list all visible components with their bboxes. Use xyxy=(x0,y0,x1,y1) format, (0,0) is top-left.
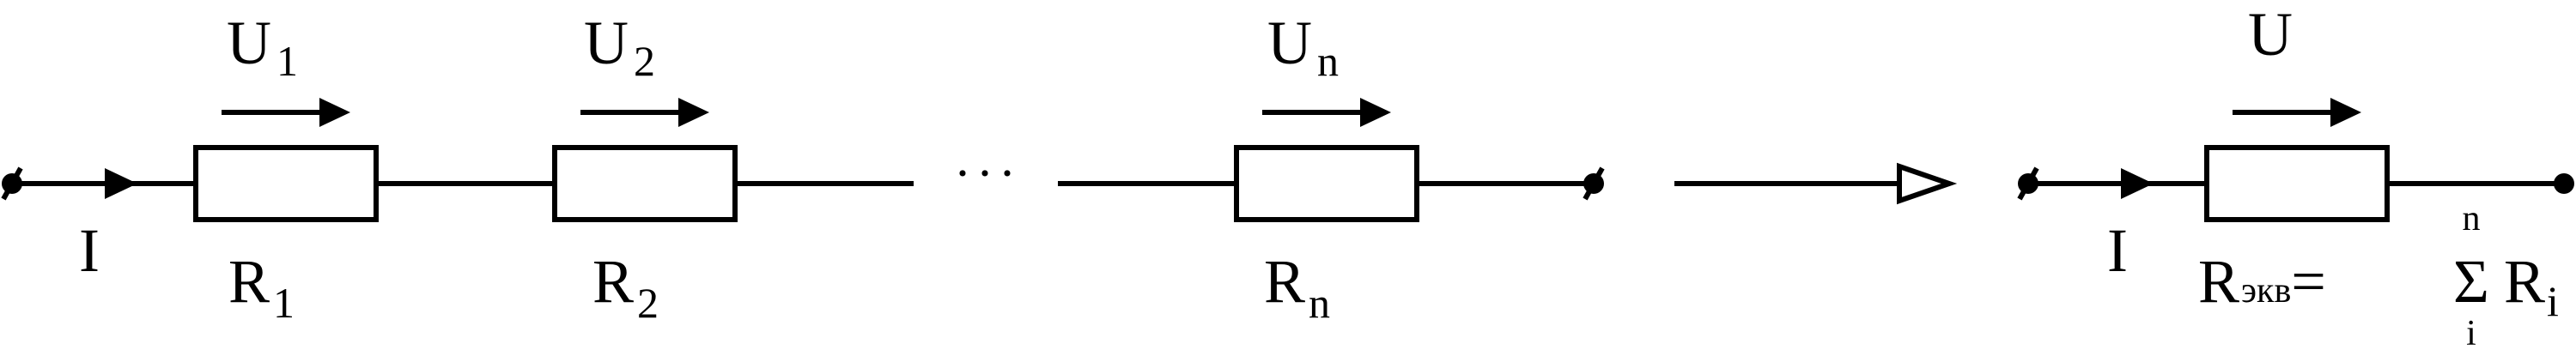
equivalent-voltage-label: U xyxy=(2248,0,2293,69)
resistor-label-r1: R1 xyxy=(228,247,295,327)
equivalent-right-terminal-dot xyxy=(2554,173,2574,194)
series-right-terminal-tick xyxy=(1583,166,1605,201)
resistor-label-r2: R2 xyxy=(592,247,659,327)
resistor-r2 xyxy=(552,145,738,222)
sum-lower-index: i xyxy=(2466,314,2476,350)
current-arrow xyxy=(105,168,137,199)
equivalent-current-arrow xyxy=(2121,168,2154,199)
voltage-arrowhead-u2 xyxy=(678,98,709,127)
voltage-arrowhead-un xyxy=(1360,98,1391,127)
equivalent-resistor xyxy=(2204,145,2390,222)
sum-term: Ri xyxy=(2504,247,2559,325)
equivalent-voltage-arrowhead xyxy=(2330,98,2361,127)
resistor-label-rn: Rn xyxy=(1264,247,1330,327)
current-label: I xyxy=(79,216,100,285)
voltage-arrowhead-u1 xyxy=(319,98,350,127)
transform-arrowhead xyxy=(1897,162,1958,205)
ellipsis: ··· xyxy=(954,145,1021,202)
equivalent-resistance-label: Rэкв= xyxy=(2198,247,2326,316)
sum-upper-limit: n xyxy=(2463,199,2481,238)
equivalent-current-label: I xyxy=(2107,216,2128,285)
resistor-rn xyxy=(1234,145,1419,222)
resistor-r1 xyxy=(193,145,379,222)
sum-symbol: Σ xyxy=(2453,247,2489,316)
